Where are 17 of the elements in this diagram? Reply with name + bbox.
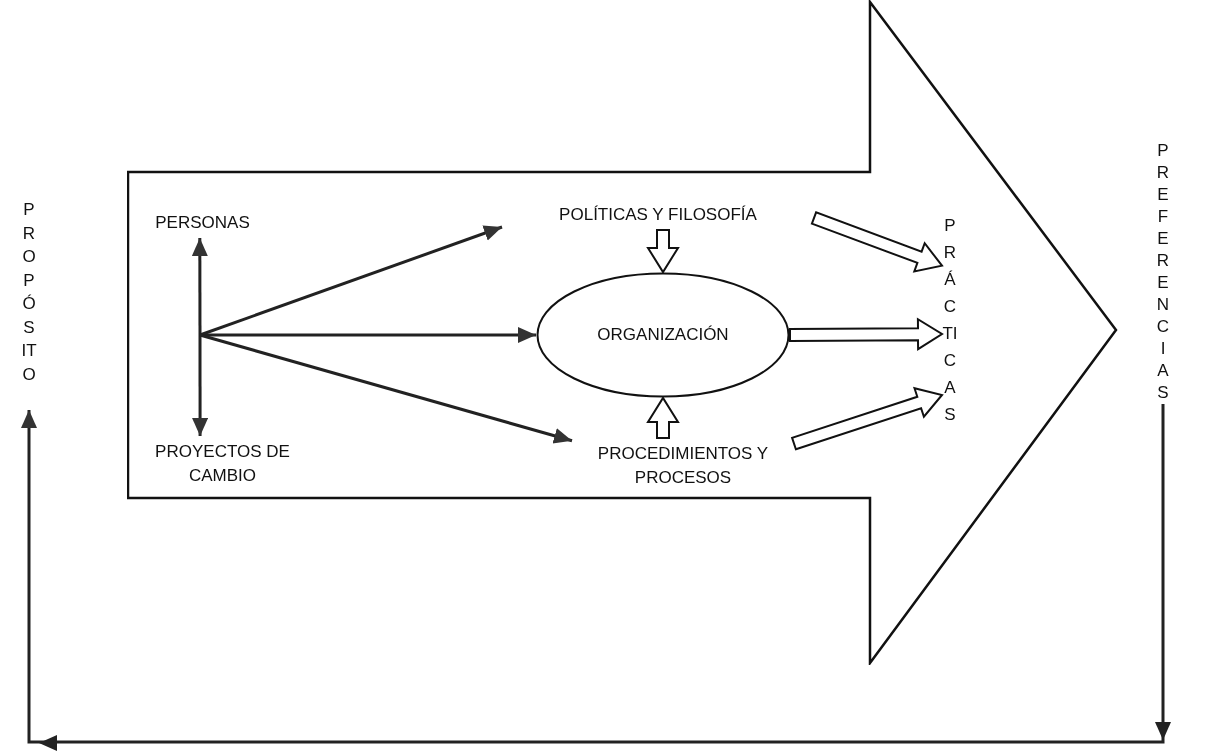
hollow-arrow	[646, 229, 680, 274]
arrow	[191, 238, 208, 335]
arrow	[199, 333, 573, 444]
hollow-arrow	[790, 386, 944, 451]
node-label: PROYECTOS DE CAMBIO	[125, 436, 320, 492]
arrow	[192, 335, 209, 436]
vertical-label: PREFERENCIAS	[1155, 140, 1171, 404]
vertical-label: PROPÓSITO	[21, 198, 37, 410]
vertical-label: PRÁCTICAS	[942, 212, 958, 456]
node-label: POLÍTICAS Y FILOSOFÍA	[502, 200, 814, 230]
node-label: PERSONAS	[135, 208, 270, 238]
hollow-arrow	[810, 211, 944, 273]
hollow-arrow	[789, 317, 944, 351]
arrow	[199, 225, 503, 337]
hollow-arrow	[646, 396, 680, 439]
node-label: PROCEDIMIENTOS Y PROCESOS	[572, 438, 794, 494]
node-label: ORGANIZACIÓN	[596, 324, 730, 346]
